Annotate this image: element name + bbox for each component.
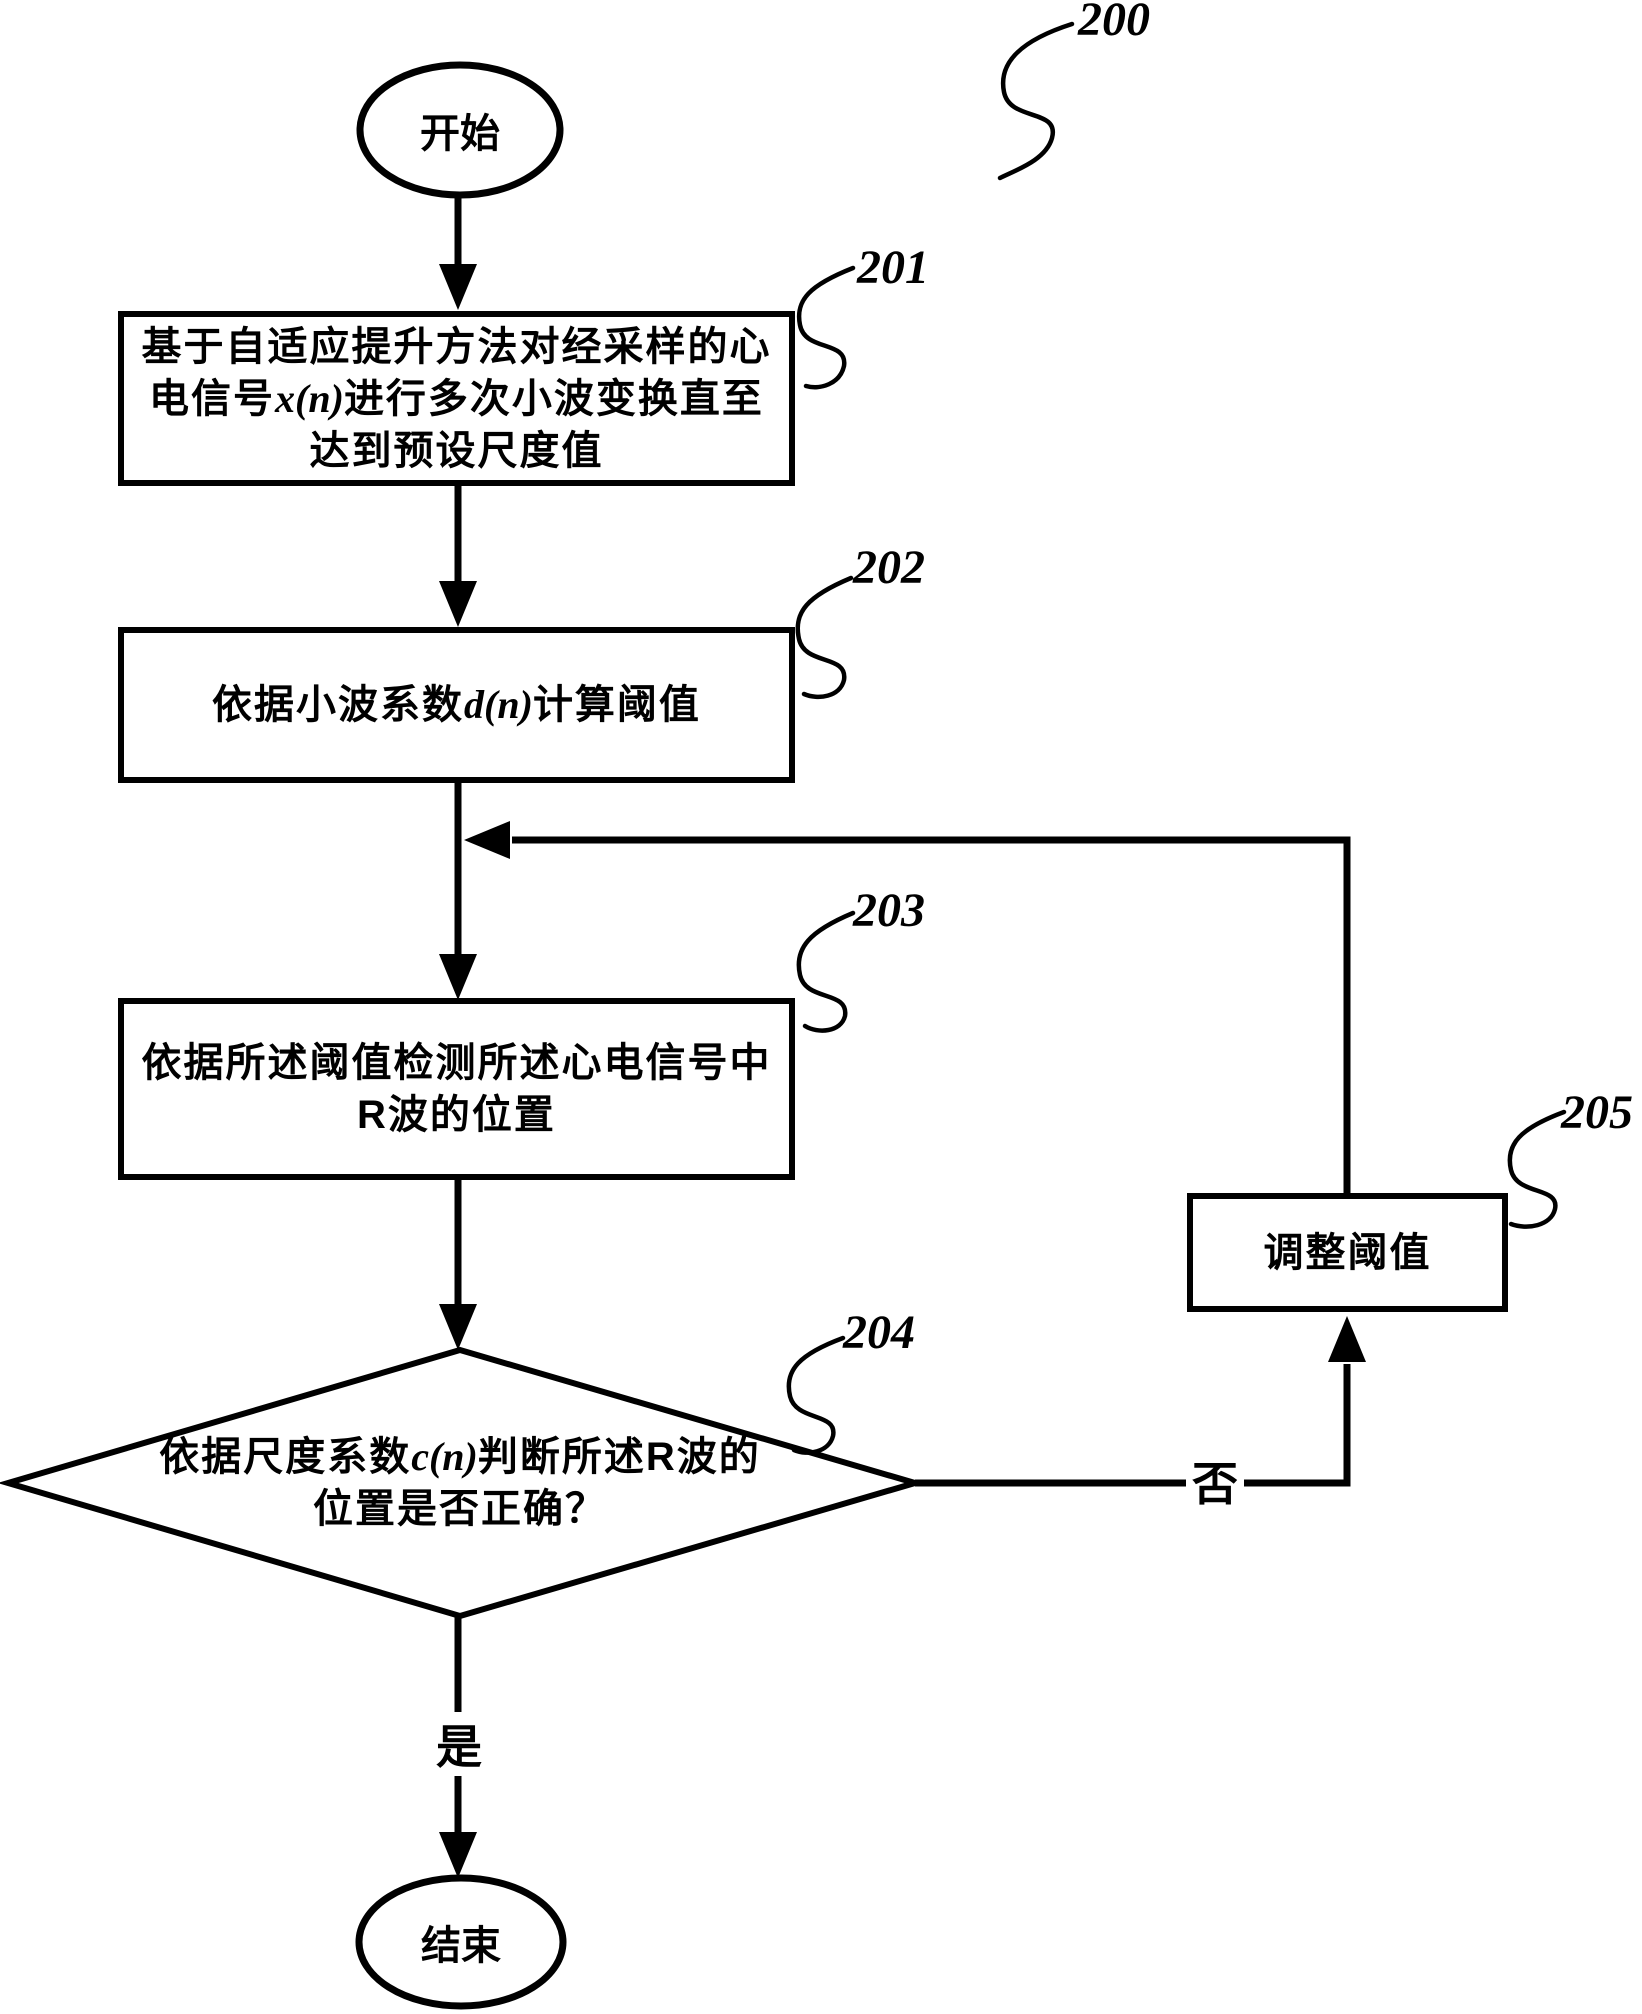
process-box-202: 依据小波系数d(n)计算阈值 (118, 627, 795, 783)
decision-204-line1-post: 判断所述R波的 (477, 1435, 761, 1479)
end-label: 结束 (421, 1924, 501, 1968)
ref-squiggle-204 (786, 1335, 846, 1455)
yes-branch-arrow-head (439, 1832, 477, 1878)
step-201-line1: 基于自适应提升方法对经采样的心 (141, 324, 772, 369)
step-202-math: d(n) (464, 682, 533, 727)
start-terminator (356, 61, 564, 199)
process-box-201: 基于自适应提升方法对经采样的心 电信号x(n)进行多次小波变换直至 达到预设尺度… (118, 311, 795, 486)
step-202-pre: 依据小波系数 (212, 683, 465, 727)
decision-204-line2: 位置是否正确？ (313, 1487, 607, 1531)
ref-squiggle-203 (796, 910, 856, 1033)
arrow-start-to-201-head (439, 264, 477, 310)
step-203-line1: 依据所述阈值检测所述心电信号中 (141, 1041, 772, 1085)
start-label: 开始 (420, 112, 500, 156)
decision-diamond-204 (0, 1346, 926, 1620)
arrow-203-to-204-head (439, 1304, 477, 1350)
step-205-label: 调整阈值 (1263, 1230, 1432, 1275)
decision-204-line1-math: c(n) (411, 1434, 478, 1479)
step-201-line2-math: x(n) (275, 375, 344, 421)
step-201-line2-pre: 电信号 (149, 376, 276, 421)
ref-squiggle-202 (795, 575, 854, 699)
ref-label-205: 205 (1561, 1086, 1633, 1139)
step-203-line2: R波的位置 (357, 1093, 556, 1137)
ref-label-201: 201 (857, 241, 929, 294)
no-branch-line (915, 1364, 1351, 1487)
ref-label-204: 204 (843, 1306, 915, 1359)
arrow-201-to-202-head (439, 581, 477, 627)
feedback-line (512, 836, 1351, 1196)
no-branch-label: 否 (1186, 1452, 1244, 1510)
step-202-post: 计算阈值 (532, 683, 701, 727)
decision-204-text: 依据尺度系数c(n)判断所述R波的 位置是否正确？ (60, 1428, 860, 1538)
process-box-205: 调整阈值 (1187, 1193, 1508, 1312)
ref-label-202: 202 (853, 541, 925, 594)
step-202-text: 依据小波系数d(n)计算阈值 (212, 679, 701, 731)
arrow-202-to-203-head (439, 954, 477, 1000)
no-branch-arrow-head (1328, 1316, 1366, 1362)
feedback-arrow-head (464, 821, 510, 859)
process-box-203: 依据所述阈值检测所述心电信号中 R波的位置 (118, 998, 795, 1180)
step-201-line2: 电信号x(n)进行多次小波变换直至 (149, 373, 764, 425)
end-terminator (355, 1874, 567, 2010)
ref-squiggle-205 (1507, 1109, 1567, 1229)
step-201-line3: 达到预设尺度值 (309, 428, 604, 473)
ref-label-203: 203 (853, 884, 925, 937)
ref-squiggle-200 (997, 21, 1075, 181)
yes-branch-label: 是 (430, 1712, 488, 1776)
decision-204-line1-pre: 依据尺度系数 (159, 1435, 412, 1479)
decision-204-line1: 依据尺度系数c(n)判断所述R波的 (159, 1431, 761, 1483)
ref-label-200: 200 (1078, 0, 1150, 46)
step-201-line2-post: 进行多次小波变换直至 (343, 376, 764, 421)
ref-squiggle-201 (796, 265, 856, 390)
